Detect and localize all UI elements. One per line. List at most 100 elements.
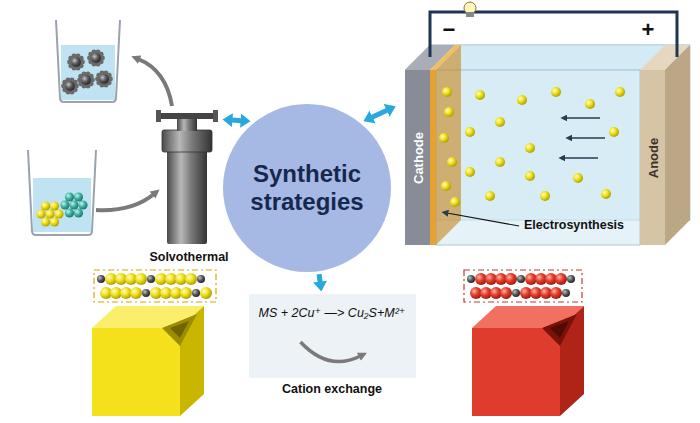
- cation-sphere: [505, 273, 517, 285]
- cube-notch: [162, 314, 197, 346]
- precursor-sphere: [50, 201, 59, 210]
- anode-side: [665, 45, 690, 245]
- precursor-sphere: [74, 192, 83, 201]
- autoclave-knob: [213, 110, 218, 122]
- circuit-wire: [430, 12, 677, 57]
- polarity-sign: −: [443, 19, 456, 41]
- beaker-glass: [28, 150, 96, 235]
- solvothermal-node: Solvothermal: [158, 118, 220, 246]
- ion-sphere: [444, 107, 454, 117]
- ion-sphere: [540, 191, 550, 201]
- migration-arrow: [566, 117, 600, 119]
- ion-sphere: [447, 157, 457, 167]
- nanoflower-core: [99, 74, 109, 84]
- nanoflower-core: [91, 53, 101, 63]
- cube-front: [92, 328, 180, 416]
- precursor-sphere: [54, 209, 63, 218]
- process-arrow: [96, 194, 154, 210]
- anion-sphere: [142, 289, 150, 297]
- ion-sphere: [485, 191, 495, 201]
- nanoflower-core: [71, 57, 81, 67]
- deposit-layer: [430, 70, 436, 245]
- strategy-arrow: [319, 274, 320, 282]
- anion-sphere: [567, 275, 575, 283]
- cation-sphere: [200, 287, 212, 299]
- electrode-label: Anode: [645, 138, 660, 178]
- ion-sphere: [442, 87, 452, 97]
- node-caption: Cation exchange: [282, 382, 382, 396]
- ion-sphere: [525, 171, 535, 181]
- hub-circle: [223, 104, 391, 272]
- migration-arrow: [564, 157, 598, 159]
- beaker-liquid: [33, 178, 91, 232]
- node-text: MS + 2Cu⁺ —> Cu₂S+M²⁺: [259, 305, 406, 320]
- ion-sphere: [601, 189, 611, 199]
- polarity-sign: +: [642, 19, 655, 41]
- bulb-base: [466, 12, 474, 17]
- precursor-sphere: [41, 217, 50, 226]
- ion-sphere: [609, 127, 619, 137]
- precursor-particles: [36, 192, 87, 226]
- ion-sphere: [495, 157, 505, 167]
- lattice-atoms: [97, 273, 212, 299]
- process-arrow: [138, 59, 172, 106]
- electrode-label: Cathode: [410, 132, 425, 184]
- ion-sphere: [465, 127, 475, 137]
- ion-sphere: [525, 143, 535, 153]
- nanoflower-clusters: [61, 49, 113, 94]
- lattice-frame: [464, 270, 582, 302]
- strategy-arrow: [372, 110, 387, 117]
- leader-line: [447, 213, 519, 226]
- cation-sphere: [550, 287, 562, 299]
- cation-sphere: [130, 287, 142, 299]
- precursor-sphere: [36, 209, 45, 218]
- cell-front: [436, 70, 640, 245]
- nanoflower-core: [65, 81, 75, 91]
- migration-arrow: [571, 137, 605, 139]
- ion-sphere: [585, 99, 595, 109]
- cube-front: [472, 328, 560, 416]
- cation-sphere: [180, 287, 192, 299]
- precursor-sphere: [45, 209, 54, 218]
- strategy-arrow: [232, 118, 241, 124]
- precursor-sphere: [41, 201, 50, 210]
- anode-plate: [640, 70, 665, 245]
- cube-notch-inner: [170, 321, 189, 338]
- nanoflower-core: [81, 75, 91, 85]
- beaker-liquid: [61, 45, 115, 100]
- autoclave-handle: [156, 113, 218, 119]
- precursor-sphere: [74, 208, 83, 217]
- anion-sphere: [97, 275, 105, 283]
- formula-box: MS + 2Cu⁺ —> Cu₂S+M²⁺Cation exchange: [249, 294, 416, 378]
- anion-sphere: [197, 275, 205, 283]
- beaker-glass: [56, 20, 120, 102]
- anion-sphere: [147, 275, 155, 283]
- cation-sphere: [500, 287, 512, 299]
- ion-sphere: [475, 90, 485, 100]
- lattice-frame: [94, 270, 216, 302]
- autoclave-body: [167, 150, 207, 244]
- cube-notch: [542, 314, 577, 346]
- precursor-sphere: [69, 200, 78, 209]
- strategy-hub: Synthetic strategies: [223, 104, 391, 272]
- anion-sphere: [512, 289, 520, 297]
- ion-particles: [439, 87, 625, 207]
- anion-sphere: [192, 289, 200, 297]
- anion-sphere: [517, 275, 525, 283]
- electrosynthesis-node: Electrosynthesis: [398, 4, 694, 252]
- autoclave-knob: [156, 110, 161, 122]
- exchange-arrow: [300, 342, 360, 362]
- precursor-sphere: [78, 200, 87, 209]
- ion-sphere: [450, 197, 460, 207]
- node-text: Electrosynthesis: [524, 218, 624, 232]
- autoclave-cap: [177, 119, 197, 131]
- ion-sphere: [615, 87, 625, 97]
- cation-sphere: [555, 273, 567, 285]
- precursor-sphere: [65, 208, 74, 217]
- cube-notch-inner: [550, 321, 569, 338]
- ion-sphere: [465, 167, 475, 177]
- ion-sphere: [551, 87, 561, 97]
- ion-sphere: [495, 117, 505, 127]
- cathode-plate: [405, 70, 430, 245]
